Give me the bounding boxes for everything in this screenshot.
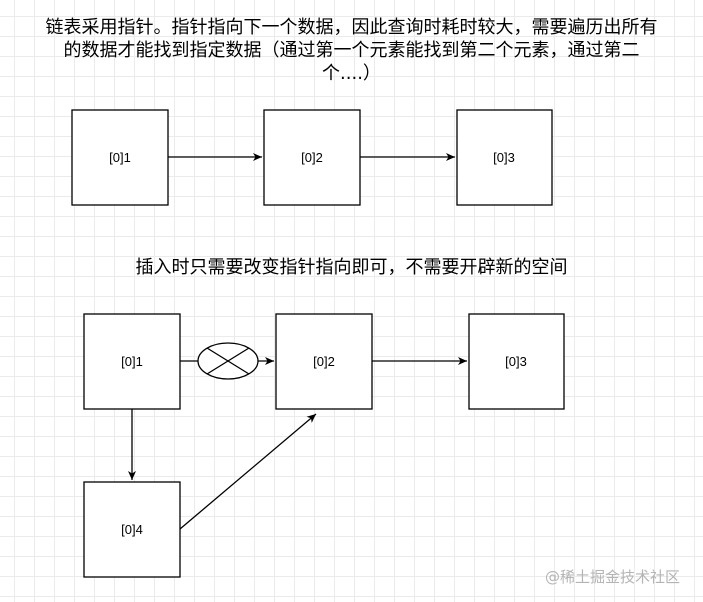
top-node-1-label: [0]1 (109, 150, 131, 165)
bottom-node-1: [0]1 (83, 313, 181, 410)
bottom-node-3-label: [0]3 (505, 354, 527, 369)
bottom-node-4-label: [0]4 (121, 522, 143, 537)
top-node-2-label: [0]2 (301, 150, 323, 165)
bottom-node-2-label: [0]2 (313, 354, 335, 369)
top-node-3: [0]3 (456, 109, 553, 206)
top-caption-line3: 个....） (322, 63, 381, 84)
middle-caption: 插入时只需要改变指针指向即可，不需要开辟新的空间 (135, 257, 568, 278)
bottom-node-4: [0]4 (83, 481, 181, 578)
bottom-node-2: [0]2 (275, 313, 373, 410)
top-node-1: [0]1 (71, 109, 169, 206)
bottom-node-1-label: [0]1 (121, 354, 143, 369)
break-x-icon (197, 342, 259, 380)
watermark: @稀土掘金技术社区 (545, 568, 681, 586)
top-caption-line1: 链表采用指针。指针指向下一个数据，因此查询时耗时较大，需要遍历出所有 (45, 17, 658, 38)
top-node-2: [0]2 (263, 109, 361, 206)
bottom-edge-4-2 (179, 413, 317, 530)
top-caption: 链表采用指针。指针指向下一个数据，因此查询时耗时较大，需要遍历出所有 的数据才能… (0, 16, 703, 85)
top-node-3-label: [0]3 (493, 150, 515, 165)
top-caption-line2: 的数据才能找到指定数据（通过第一个元素能找到第二个元素，通过第二 (63, 40, 640, 61)
bottom-node-3: [0]3 (468, 313, 565, 410)
